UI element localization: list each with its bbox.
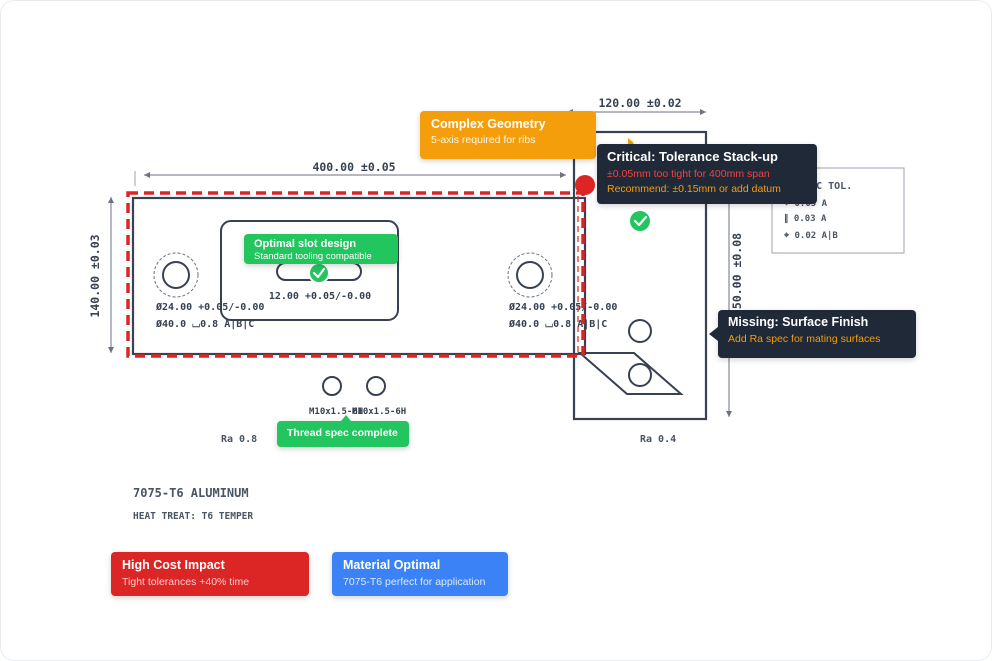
dimension-top-width: 400.00 ±0.05 — [134, 160, 566, 186]
block-hole-lower — [628, 363, 652, 387]
callout-cost-title: High Cost Impact — [122, 558, 225, 572]
callout-slot-title: Optimal slot design — [254, 238, 357, 250]
callout-high-cost[interactable]: High Cost Impact Tight tolerances +40% t… — [111, 552, 309, 596]
hole-right-cbore-label: Ø40.0 ⌴0.8 A|B|C — [508, 318, 607, 330]
check-icon-block — [628, 209, 652, 233]
dim-left-height-label: 140.00 ±0.03 — [88, 234, 102, 317]
callout-thread-spec[interactable]: Thread spec complete — [277, 415, 409, 447]
gdt-row-2: ∥ 0.03 A — [784, 213, 827, 224]
callout-critical-title: Critical: Tolerance Stack-up — [607, 149, 778, 164]
slot-dimension-label: 12.00 +0.05/-0.00 — [269, 291, 371, 302]
critical-zone-highlight — [126, 191, 585, 358]
finish-right-label: Ra 0.4 — [640, 434, 676, 445]
callout-missing-finish[interactable]: Missing: Surface Finish Add Ra spec for … — [709, 310, 916, 358]
callout-material-title: Material Optimal — [343, 558, 441, 572]
thread-hole-2 — [366, 376, 386, 396]
callout-material-desc: 7075-T6 perfect for application — [343, 576, 486, 588]
dimension-left-height: 140.00 ±0.03 — [88, 197, 114, 353]
block-hole-upper — [628, 319, 652, 343]
dim-right-width-label: 120.00 ±0.02 — [598, 96, 681, 110]
check-icon-slot — [308, 262, 330, 284]
thread-label-1: M10x1.5-6H — [309, 407, 363, 417]
critical-marker-dot[interactable] — [575, 175, 595, 195]
callout-slot-design[interactable]: Optimal slot design Standard tooling com… — [244, 234, 398, 264]
callout-cost-desc: Tight tolerances +40% time — [122, 576, 250, 588]
finish-left-label: Ra 0.8 — [221, 434, 257, 445]
heat-treat-label: HEAT TREAT: T6 TEMPER — [133, 511, 253, 522]
main-plate-outline — [131, 196, 587, 356]
rib-centerline — [579, 352, 628, 395]
hole-left-dia-label: Ø24.00 +0.05/-0.00 — [155, 301, 264, 313]
callout-missing-pointer — [709, 327, 718, 341]
rib-feature — [577, 352, 684, 395]
callout-critical-tolerance[interactable]: Critical: Tolerance Stack-up ±0.05mm too… — [597, 144, 817, 204]
gdt-title: METRIC TOL. — [786, 181, 852, 192]
callout-missing-title: Missing: Surface Finish — [728, 315, 869, 329]
dim-top-width-label: 400.00 ±0.05 — [312, 160, 395, 174]
dim-right-height-label: 50.00 ±0.08 — [730, 233, 744, 309]
side-block-outline — [572, 130, 708, 421]
dimension-right-width: 120.00 ±0.02 — [567, 96, 706, 115]
callout-critical-line2: Recommend: ±0.15mm or add datum — [607, 183, 781, 195]
callout-complex-title: Complex Geometry — [431, 117, 546, 131]
gdt-row-1: ⌖ 0.05 A — [783, 199, 828, 209]
hole-left: Ø24.00 +0.05/-0.00 Ø40.0 ⌴0.8 A|B|C — [153, 252, 264, 330]
gdt-row-3: ⌖ 0.02 A|B — [783, 231, 838, 241]
hole-right: Ø24.00 +0.05/-0.00 Ø40.0 ⌴0.8 A|B|C — [507, 252, 617, 330]
callout-thread-label: Thread spec complete — [287, 427, 398, 439]
callout-complex-geometry[interactable]: Complex Geometry 5-axis required for rib… — [420, 111, 596, 159]
callout-thread-pointer — [341, 415, 351, 421]
callout-material-optimal[interactable]: Material Optimal 7075-T6 perfect for app… — [332, 552, 508, 596]
hole-left-cbore-label: Ø40.0 ⌴0.8 A|B|C — [155, 318, 254, 330]
callout-complex-desc: 5-axis required for ribs — [431, 134, 536, 146]
thread-hole-1 — [322, 376, 342, 396]
callout-critical-line1: ±0.05mm too tight for 400mm span — [607, 168, 770, 180]
thread-label-2: M10x1.5-6H — [352, 407, 406, 417]
callout-slot-desc: Standard tooling compatible — [254, 251, 372, 262]
gdt-frame: METRIC TOL. ⌖ 0.05 A ∥ 0.03 A ⌖ 0.02 A|B — [771, 167, 905, 254]
hole-right-dia-label: Ø24.00 +0.05/-0.00 — [508, 301, 617, 313]
material-label: 7075-T6 ALUMINUM — [133, 486, 249, 500]
callout-missing-desc: Add Ra spec for mating surfaces — [728, 333, 881, 345]
